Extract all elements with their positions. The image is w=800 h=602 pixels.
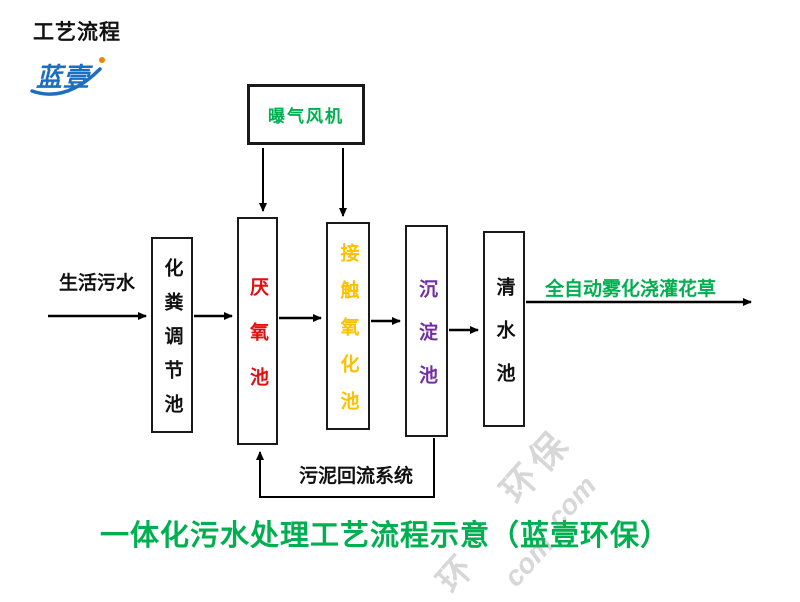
box-aeration-blower-label: 曝气风机: [268, 107, 344, 126]
logo-swoosh-icon: [30, 57, 105, 96]
diagram-caption: 一体化污水处理工艺流程示意（蓝壹环保）: [99, 520, 670, 552]
input-sewage-label: 生活污水: [59, 273, 136, 294]
box-sedimentation-tank: 沉淀池: [405, 225, 448, 437]
box-anaerobic-tank-label: 厌氧池: [247, 276, 268, 412]
output-irrigation-label: 全自动雾化浇灌花草: [545, 279, 717, 300]
sludge-return-label: 污泥回流系统: [299, 466, 414, 487]
box-clear-water-tank-label: 清水池: [493, 276, 515, 406]
watermark-text: 环保: [492, 420, 580, 511]
box-anaerobic-tank: 厌氧池: [237, 217, 278, 445]
company-logo: 蓝壹: [28, 53, 114, 101]
box-sedimentation-tank-label: 沉淀池: [416, 278, 437, 408]
box-contact-oxidation-tank-label: 接触氧化池: [337, 242, 359, 428]
box-septic-regulating-tank-label: 化粪调节池: [161, 257, 183, 428]
box-aeration-blower: 曝气风机: [247, 84, 365, 145]
box-clear-water-tank: 清水池: [483, 231, 525, 427]
page-title: 工艺流程: [33, 21, 121, 44]
box-contact-oxidation-tank: 接触氧化池: [326, 222, 370, 430]
box-septic-regulating-tank: 化粪调节池: [151, 237, 193, 433]
logo-text: 蓝壹: [36, 62, 91, 92]
